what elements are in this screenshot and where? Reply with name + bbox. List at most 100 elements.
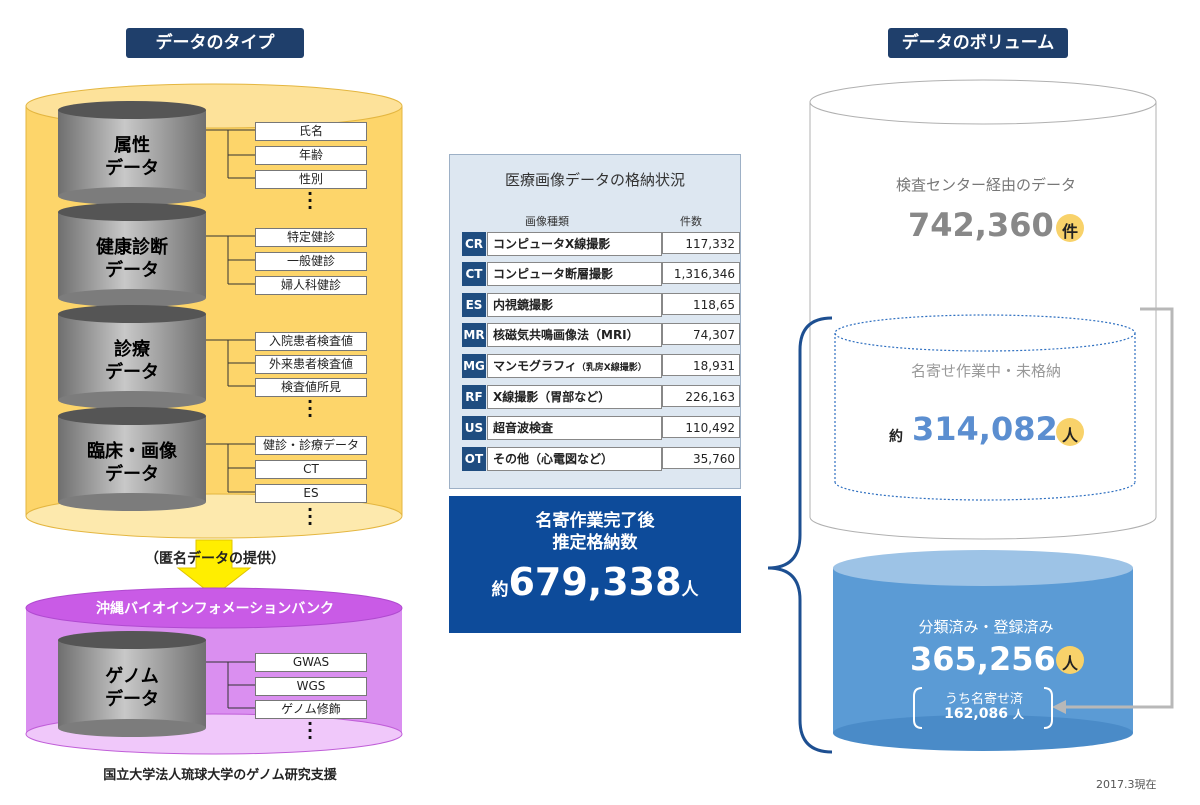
data-type-heading: データのタイプ <box>126 28 304 58</box>
field-sex: 性別 <box>255 170 367 189</box>
health-checkup-data-label: 健康診断データ <box>96 237 168 281</box>
modality-code: MG <box>462 354 486 378</box>
modality-code: MR <box>462 323 486 347</box>
table-row: RF X線撮影（胃部など） 226,163 <box>462 385 740 409</box>
modality-count: 117,332 <box>662 232 740 254</box>
modality-code: CR <box>462 232 486 256</box>
modality-code: RF <box>462 385 486 409</box>
pending-value: 314,082 <box>912 410 1058 448</box>
named-sub-value: 162,086 <box>944 706 1008 722</box>
modality-name: 核磁気共鳴画像法（MRI） <box>487 323 662 347</box>
modality-code: ES <box>462 293 486 317</box>
modality-code: OT <box>462 447 486 471</box>
more-dots: ··· <box>306 714 314 747</box>
anonymous-data-label: （匿名データの提供） <box>145 551 285 567</box>
modality-count: 35,760 <box>662 447 740 469</box>
modality-count: 118,65 <box>662 293 740 315</box>
column-header-type: 画像種類 <box>525 215 569 228</box>
modality-count: 110,492 <box>662 416 740 438</box>
field-checkup-clinic-data: 健診・診療データ <box>255 436 367 455</box>
clinical-image-data-label: 臨床・画像データ <box>87 441 177 485</box>
named-sub-unit: 人 <box>1012 708 1024 721</box>
field-gynecology-checkup: 婦人科健診 <box>255 276 367 295</box>
more-dots: ··· <box>306 184 314 217</box>
outer-cylinder-top <box>809 79 1157 125</box>
table-row: CT コンピュータ断層撮影 1,316,346 <box>462 262 740 286</box>
inspection-center-value: 742,360 <box>908 206 1054 244</box>
connector-arrow <box>1062 307 1174 709</box>
table-row: OT その他（心電図など） 35,760 <box>462 447 740 471</box>
table-row: ES 内視鏡撮影 118,65 <box>462 293 740 317</box>
estimated-storage-summary: 名寄作業完了後 推定格納数 約679,338人 <box>449 496 741 633</box>
attribute-data-label: 属性データ <box>105 135 159 179</box>
summary-line-1: 名寄作業完了後 <box>535 511 655 531</box>
modality-code: US <box>462 416 486 440</box>
data-type-cylinder-graphic <box>25 83 403 755</box>
inspection-center-unit: 件 <box>1061 222 1078 241</box>
column-header-count: 件数 <box>680 215 702 228</box>
summary-line-2: 推定格納数 <box>552 533 638 553</box>
field-wgs: WGS <box>255 677 367 696</box>
genome-support-caption: 国立大学法人琉球大学のゲノム研究支援 <box>103 768 337 783</box>
modality-count: 74,307 <box>662 323 740 345</box>
modality-code: CT <box>462 262 486 286</box>
data-volume-heading: データのボリューム <box>888 28 1068 58</box>
data-volume-cylinder-graphic <box>767 79 1174 754</box>
done-cylinder-top <box>833 550 1133 586</box>
field-ct: CT <box>255 460 367 479</box>
table-row: CR コンピュータX線撮影 117,332 <box>462 232 740 256</box>
field-es: ES <box>255 484 367 503</box>
gray-cylinder-attribute <box>58 101 206 205</box>
registered-unit: 人 <box>1061 654 1078 673</box>
clinic-data-label: 診療データ <box>105 339 159 383</box>
unit-badge <box>1056 646 1084 674</box>
connector-lines <box>206 129 255 493</box>
modality-name: コンピュータX線撮影 <box>487 232 662 256</box>
more-dots: ··· <box>306 392 314 425</box>
modality-count: 226,163 <box>662 385 740 407</box>
gray-cylinder-clinic <box>58 305 206 409</box>
named-sub-value-row: 162,086 人 <box>920 706 1048 722</box>
down-arrow <box>176 539 252 597</box>
modality-name: マンモグラフィ（乳房X線撮影） <box>487 354 662 378</box>
unit-badge <box>1056 418 1084 446</box>
modality-name: コンピュータ断層撮影 <box>487 262 662 286</box>
modality-note: （乳房X線撮影） <box>576 363 647 373</box>
inspection-center-label: 検査センター経由のデータ <box>895 176 1076 194</box>
more-dots: ··· <box>306 500 314 533</box>
done-cylinder-bottom <box>833 715 1133 751</box>
modality-count: 18,931 <box>662 354 740 376</box>
summary-prefix: 約 <box>491 580 509 600</box>
modality-count: 1,316,346 <box>662 262 740 284</box>
as-of-date: 2017.3現在 <box>1096 778 1157 791</box>
field-inpatient-values: 入院患者検査値 <box>255 332 367 351</box>
field-test-findings: 検査値所見 <box>255 378 367 397</box>
pending-label: 名寄せ作業中・未格納 <box>910 362 1061 380</box>
field-name: 氏名 <box>255 122 367 141</box>
unit-badge <box>1056 214 1084 242</box>
field-general-checkup: 一般健診 <box>255 252 367 271</box>
field-gwas: GWAS <box>255 653 367 672</box>
gray-cylinder-genome <box>58 631 206 737</box>
field-genome-modification: ゲノム修飾 <box>255 700 367 719</box>
modality-name: 内視鏡撮影 <box>487 293 662 317</box>
summary-unit: 人 <box>681 580 699 600</box>
purple-cylinder-top <box>25 587 403 629</box>
field-outpatient-values: 外来患者検査値 <box>255 355 367 374</box>
genome-data-label: ゲノムデータ <box>105 666 159 710</box>
brace <box>767 316 833 754</box>
pending-prefix: 約 <box>889 429 903 445</box>
table-row: MR 核磁気共鳴画像法（MRI） 74,307 <box>462 323 740 347</box>
summary-value: 679,338 <box>508 560 682 604</box>
gray-cylinder-image <box>58 407 206 511</box>
modality-name: X線撮影（胃部など） <box>487 385 662 409</box>
registered-value: 365,256 <box>910 640 1056 678</box>
summary-value-row: 約679,338人 <box>449 560 741 604</box>
panel-title: 医療画像データの格納状況 <box>504 171 685 189</box>
table-row: MG マンモグラフィ（乳房X線撮影） 18,931 <box>462 354 740 378</box>
biobank-title: 沖縄バイオインフォメーションバンク <box>96 601 334 617</box>
registered-label: 分類済み・登録済み <box>918 618 1054 636</box>
pending-unit: 人 <box>1061 426 1078 445</box>
modality-name: その他（心電図など） <box>487 447 662 471</box>
field-age: 年齢 <box>255 146 367 165</box>
